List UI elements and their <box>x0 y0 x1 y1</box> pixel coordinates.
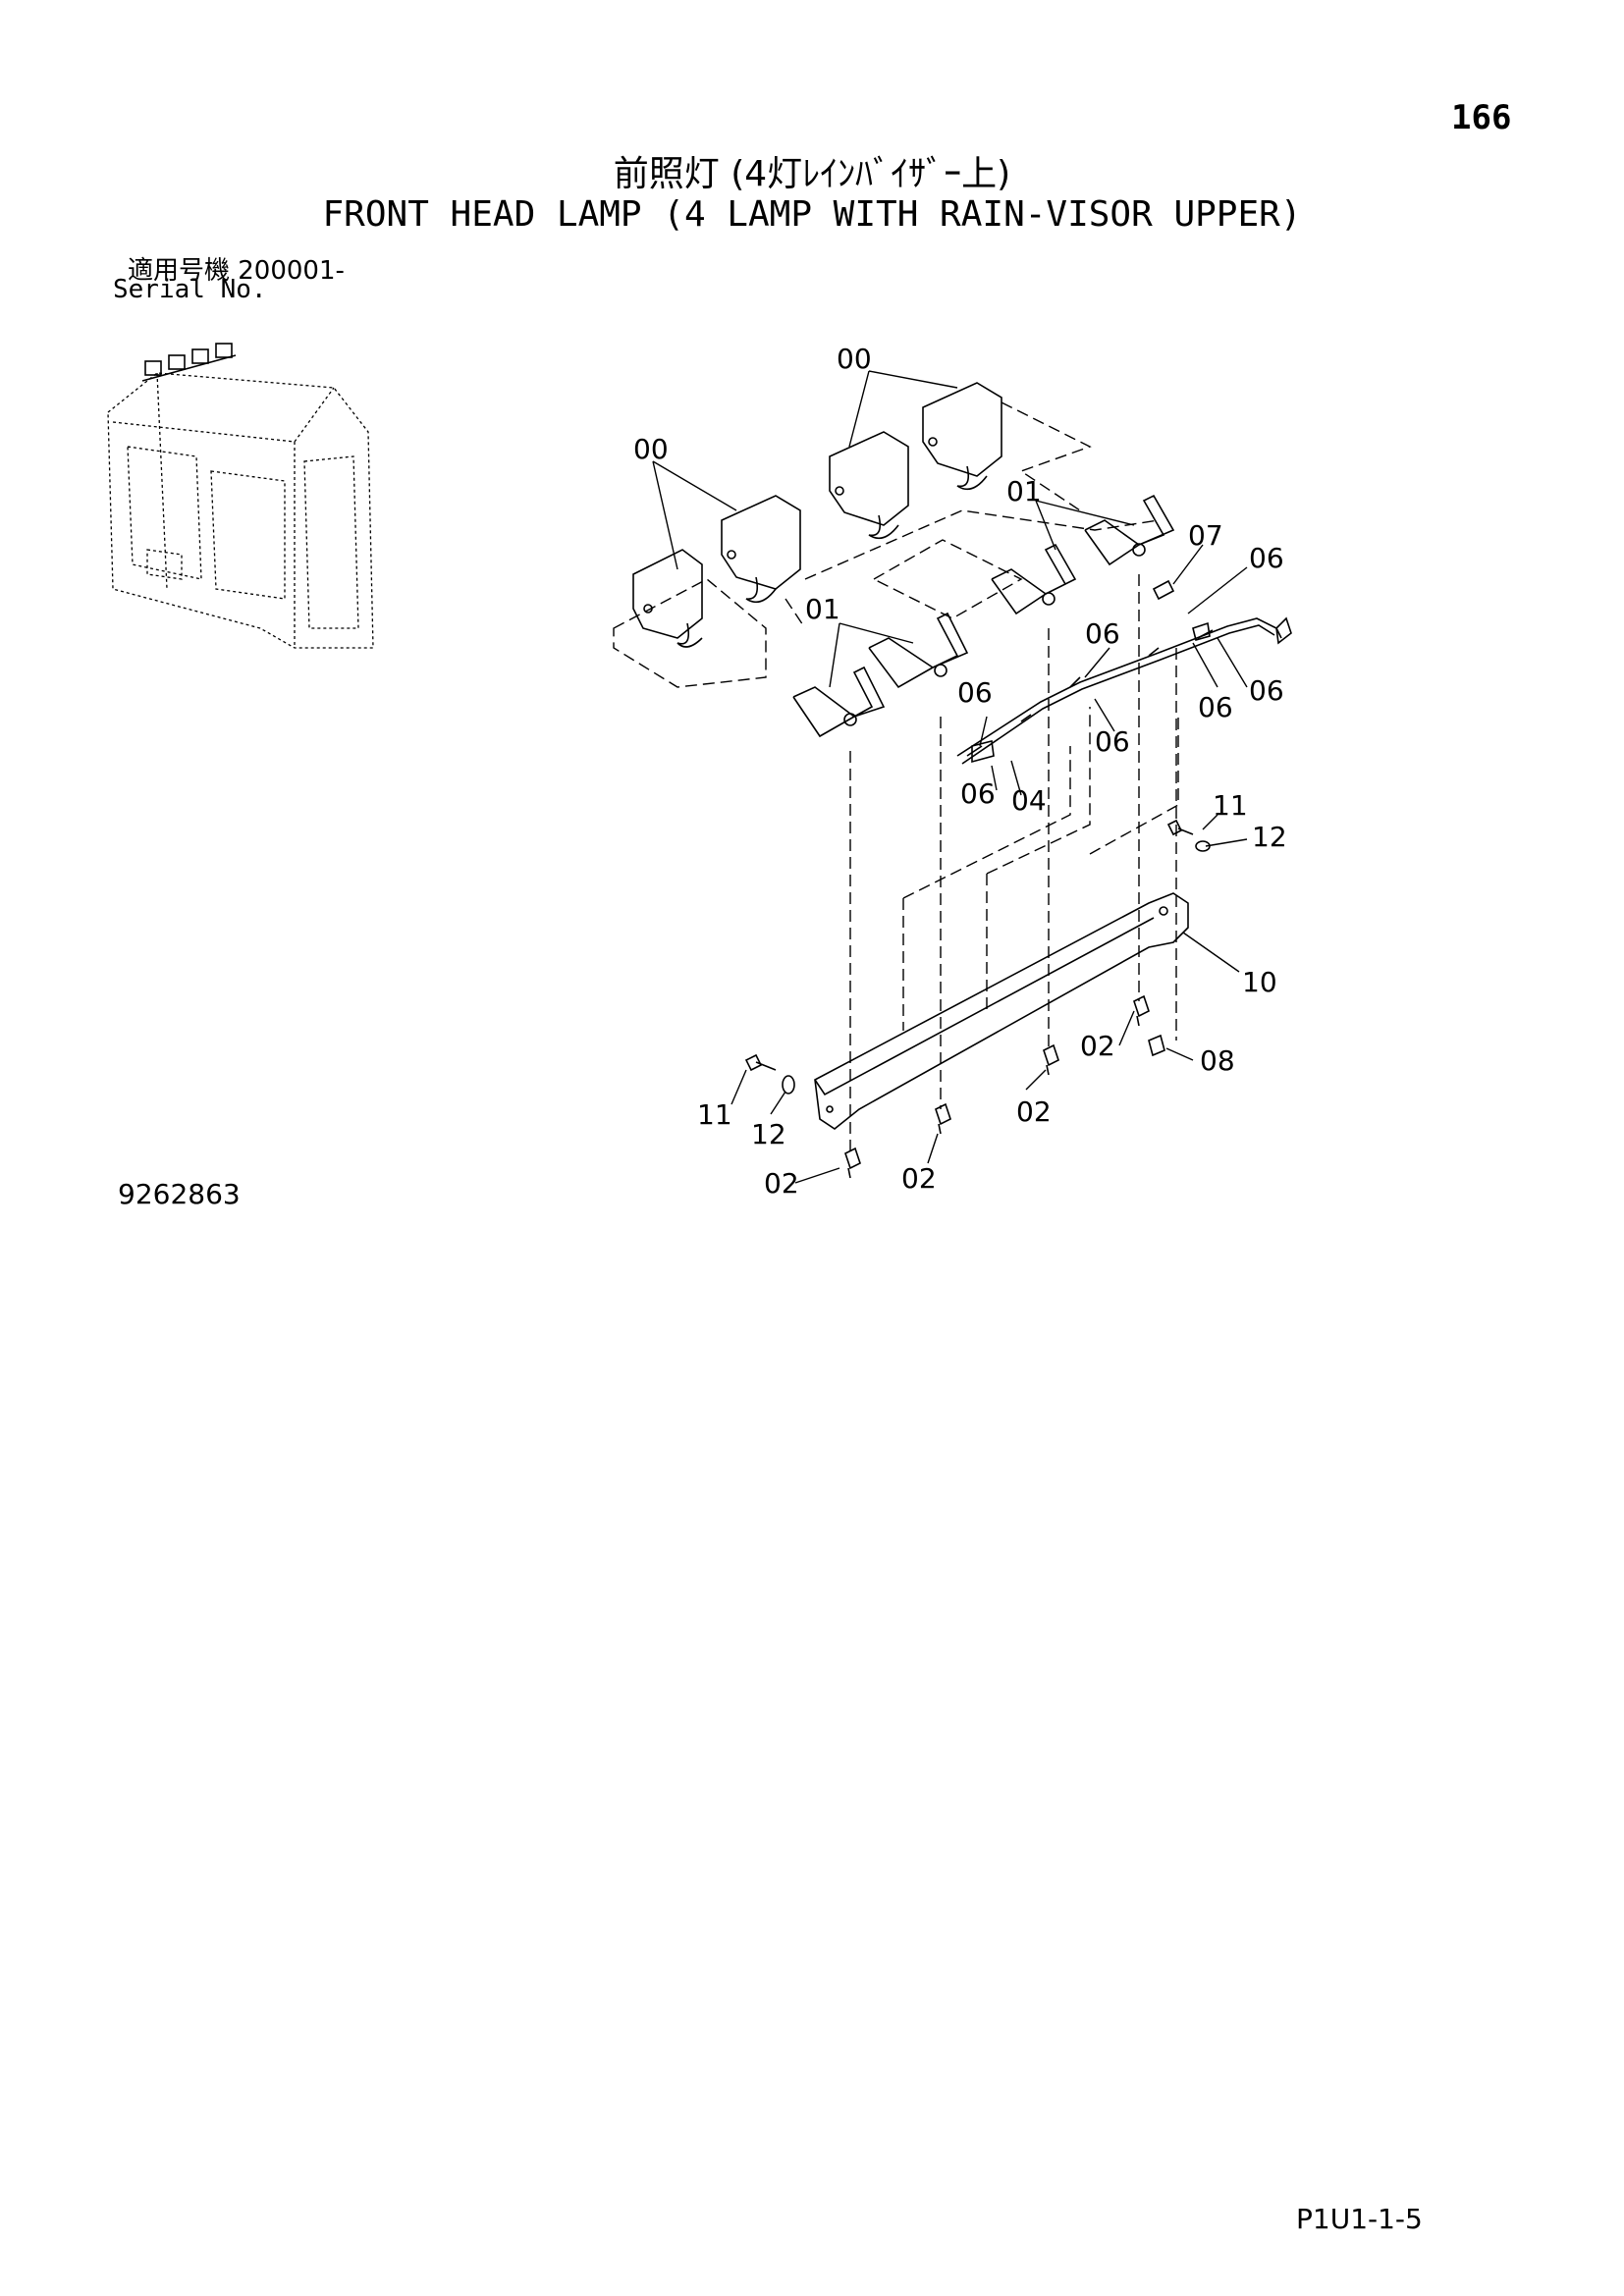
bolt-icon <box>844 994 1150 1179</box>
bracket-4-icon <box>1084 494 1175 566</box>
callout-06-c: 06 <box>957 676 993 709</box>
callout-06-b: 06 <box>1085 617 1120 650</box>
head-lamp-2-icon <box>721 495 801 604</box>
phantom-outlines <box>613 401 1179 1153</box>
callout-11-left: 11 <box>697 1098 732 1131</box>
serial-label-japanese: 適用号機 200001- <box>128 256 345 286</box>
callout-11-right: 11 <box>1213 789 1248 822</box>
callout-06-f: 06 <box>1249 674 1284 707</box>
callout-07: 07 <box>1188 519 1223 552</box>
callout-02-c: 02 <box>764 1167 799 1200</box>
callout-06-e: 06 <box>1198 691 1233 723</box>
page-code: P1U1-1-5 <box>1296 2203 1423 2235</box>
title-english: FRONT HEAD LAMP (4 LAMP WITH RAIN-VISOR … <box>322 194 1302 235</box>
callout-02-d: 02 <box>901 1162 937 1195</box>
visor-bar-icon <box>814 892 1189 1130</box>
drawing-number: 9262863 <box>118 1178 241 1210</box>
connector-07-icon <box>1152 579 1175 601</box>
title-japanese: 前照灯 (4灯ﾚｲﾝﾊﾞｲｻﾞｰ上) <box>613 154 1011 194</box>
cab-thumbnail-icon <box>107 372 374 649</box>
bolt-08-icon <box>1148 1034 1165 1057</box>
cab-lamps-icon <box>141 343 237 382</box>
callout-02-a: 02 <box>1080 1030 1115 1062</box>
page-number: 166 <box>1451 98 1512 137</box>
callout-01-right: 01 <box>1006 475 1042 507</box>
callout-04: 04 <box>1011 784 1047 817</box>
bracket-3-icon <box>991 543 1077 615</box>
serial-label-english: Serial No. <box>113 275 267 304</box>
callout-06-d: 06 <box>1095 725 1130 758</box>
washer-12-icon <box>782 840 1211 1095</box>
leader-lines <box>652 370 1248 1184</box>
callout-06-a: 06 <box>1249 542 1284 574</box>
callout-02-b: 02 <box>1016 1095 1052 1128</box>
bracket-1-icon <box>792 666 886 738</box>
bracket-2-icon <box>868 612 969 689</box>
callout-00-left: 00 <box>633 433 669 465</box>
callout-12-left: 12 <box>751 1118 786 1150</box>
callout-01-left: 01 <box>805 593 840 625</box>
callout-08: 08 <box>1200 1044 1235 1077</box>
bolt-11-icon <box>744 819 1194 1072</box>
callout-06-g: 06 <box>960 777 996 810</box>
head-lamp-3-icon <box>829 431 909 540</box>
callout-10: 10 <box>1242 966 1277 998</box>
callout-12-right: 12 <box>1252 821 1287 853</box>
callout-00-upper: 00 <box>837 343 872 375</box>
wire-harness-icon <box>956 616 1292 765</box>
head-lamp-4-icon <box>922 382 1002 491</box>
head-lamp-1-icon <box>632 549 703 648</box>
